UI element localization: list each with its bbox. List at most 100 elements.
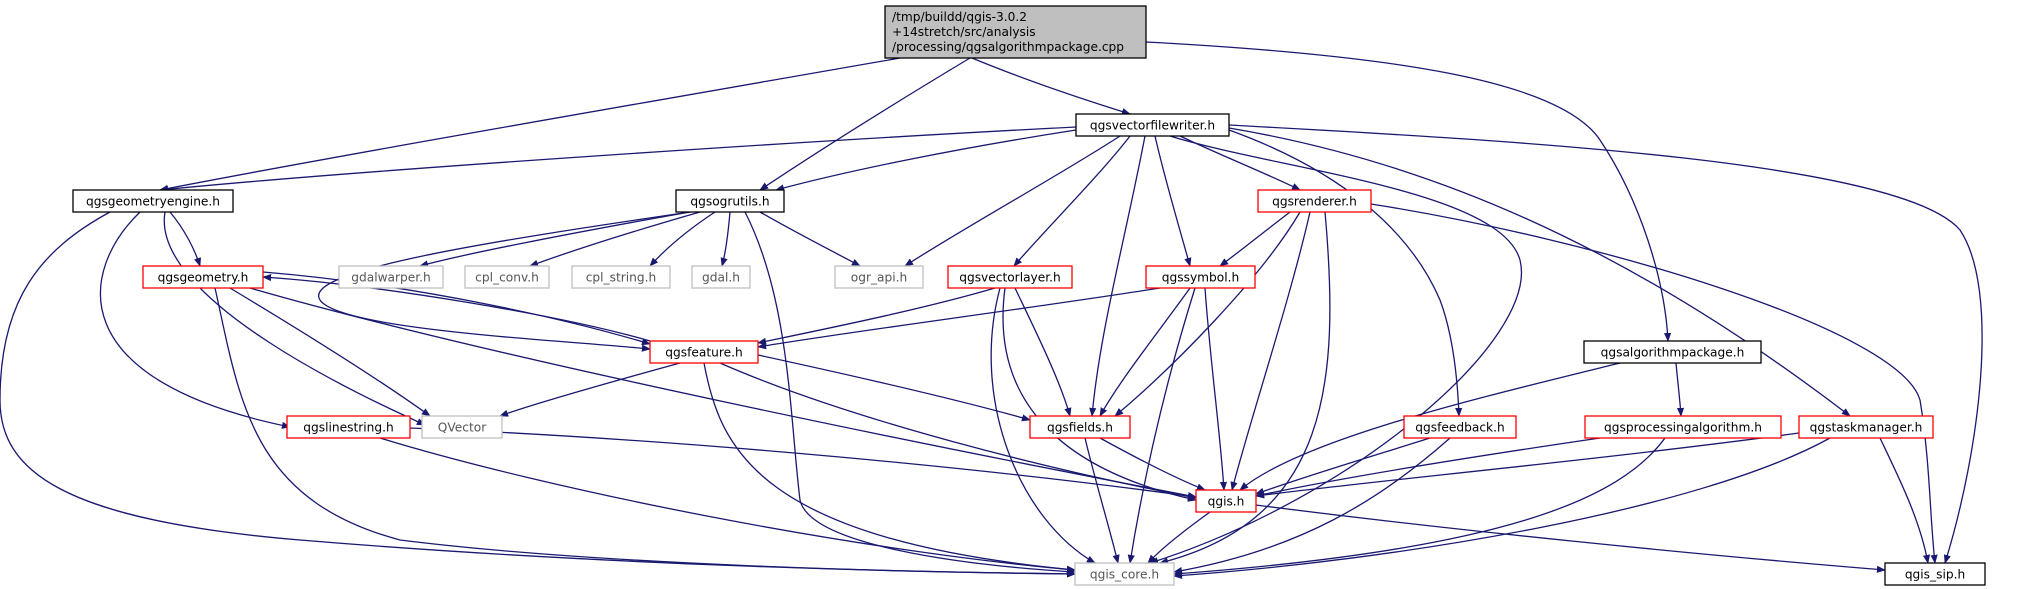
node-box (1403, 415, 1517, 439)
edge-qgsrenderer-to-qgis (1230, 211, 1311, 491)
edge-qgsfeature-to-qgsgeometry (262, 273, 651, 342)
node-box (1584, 415, 1782, 439)
edge-qgssymbol-to-qgis_core (1127, 287, 1196, 564)
edge-qgstaskmanager-to-qgis_sip (1879, 437, 1931, 564)
edge-qgsvectorfilewriter-to-qgsgeometryengine (159, 126, 1077, 193)
node-root[interactable]: /tmp/buildd/qgis-3.0.2+14stretch/src/ana… (884, 5, 1147, 59)
edge-qgis-to-qgis_core (1147, 511, 1211, 564)
node-qgsogrutils[interactable]: qgsogrutils.h (675, 189, 785, 213)
node-box (1884, 562, 1986, 586)
edge-qgsprocessingalgorithm-to-qgis (1255, 437, 1601, 498)
node-qgis-core[interactable]: qgis_core.h (1074, 562, 1175, 586)
edge-qgsvectorfilewriter-to-ogr_api (904, 135, 1121, 267)
edge-qgslinestring-to-qgis (409, 427, 1197, 500)
edge-qgsalgorithmpackage-to-qgis (1239, 362, 1621, 491)
edge-qgsalgorithmpackage-to-qgsprocessingalgorithm (1675, 362, 1685, 417)
node-ogr-api[interactable]: ogr_api.h (834, 265, 924, 289)
node-box (1583, 340, 1762, 364)
edge-qgsgeometry-to-qgis (249, 287, 1197, 500)
node-label: qgsrenderer.h (1272, 195, 1357, 209)
node-label: qgsalgorithmpackage.h (1601, 346, 1745, 360)
edge-qgstaskmanager-to-qgis_core (1173, 437, 1831, 580)
node-label: qgsvectorfilewriter.h (1090, 119, 1215, 133)
node-box (649, 340, 759, 364)
edge-root-to-qgsvectorfilewriter (971, 57, 1131, 116)
node-gdalwarper[interactable]: gdalwarper.h (338, 265, 444, 289)
node-label: /processing/qgsalgorithmpackage.cpp (892, 40, 1124, 54)
edge-qgsfields-to-qgis (1099, 437, 1206, 491)
node-cpl-conv[interactable]: cpl_conv.h (464, 265, 550, 289)
node-qgsalgorithmpackage[interactable]: qgsalgorithmpackage.h (1583, 340, 1762, 364)
node-box (421, 415, 503, 439)
edge-root-to-qgsogrutils (759, 57, 971, 191)
node-qgsgeometryengine[interactable]: qgsgeometryengine.h (72, 189, 234, 213)
edge-qgsogrutils-to-gdalwarper (419, 211, 691, 268)
node-qvector[interactable]: QVector (421, 415, 503, 439)
node-box (72, 189, 234, 213)
node-qgsvectorlayer[interactable]: qgsvectorlayer.h (947, 265, 1073, 289)
node-cpl-string[interactable]: cpl_string.h (571, 265, 671, 289)
node-qgstaskmanager[interactable]: qgstaskmanager.h (1798, 415, 1934, 439)
node-qgsfeedback[interactable]: qgsfeedback.h (1403, 415, 1517, 439)
edge-qgsvectorfilewriter-to-qgsogrutils (775, 129, 1077, 192)
edge-qgstaskmanager-to-qgis (1255, 432, 1800, 499)
node-box (338, 265, 444, 289)
node-label: qgslinestring.h (303, 421, 393, 435)
edge-qgsvectorfilewriter-to-qgsfields (1089, 135, 1146, 417)
node-label: QVector (438, 421, 487, 435)
node-box (464, 265, 550, 289)
edge-root-to-qgsgeometryengine (159, 57, 901, 192)
node-label: +14stretch/src/analysis (892, 25, 1036, 39)
node-label: qgstaskmanager.h (1810, 421, 1923, 435)
node-qgssymbol[interactable]: qgssymbol.h (1145, 265, 1256, 289)
node-box (675, 189, 785, 213)
edge-qgsrenderer-to-qgsfields (1114, 211, 1301, 417)
node-label: qgsgeometryengine.h (86, 195, 220, 209)
edge-qgsgeometryengine-to-qgslinestring (99, 211, 291, 429)
edge-qgsvectorfilewriter-to-qgssymbol (1154, 135, 1192, 267)
node-label: qgsfeedback.h (1415, 421, 1504, 435)
edge-qgssymbol-to-qgis (1204, 287, 1228, 491)
edge-root-to-qgsalgorithmpackage (1145, 41, 1672, 342)
node-qgslinestring[interactable]: qgslinestring.h (286, 415, 411, 439)
node-qgsprocessingalgorithm[interactable]: qgsprocessingalgorithm.h (1584, 415, 1782, 439)
node-box (1145, 265, 1256, 289)
node-qgsrenderer[interactable]: qgsrenderer.h (1257, 189, 1372, 213)
node-label: qgsogrutils.h (690, 195, 769, 209)
edge-qgssymbol-to-qgsfields (1099, 287, 1191, 417)
dependency-nodes: /tmp/buildd/qgis-3.0.2+14stretch/src/ana… (72, 5, 1986, 586)
edge-qgsvectorlayer-to-qgsfields (1014, 287, 1072, 417)
node-qgis-sip[interactable]: qgis_sip.h (1884, 562, 1986, 586)
node-label: qgis.h (1208, 495, 1245, 509)
node-gdal[interactable]: gdal.h (691, 265, 751, 289)
edge-qgsfeedback-to-qgis (1255, 437, 1431, 495)
node-box (884, 5, 1147, 59)
edge-qgsvectorfilewriter-to-qgsvectorlayer (1013, 135, 1131, 267)
edge-qgsfeature-to-qvector (499, 362, 681, 417)
node-label: ogr_api.h (851, 271, 908, 285)
edge-qgsogrutils-to-cpl_conv (529, 211, 701, 267)
node-label: /tmp/buildd/qgis-3.0.2 (892, 10, 1027, 24)
node-box (834, 265, 924, 289)
node-box (1074, 562, 1175, 586)
node-label: gdalwarper.h (351, 271, 431, 285)
node-box (142, 265, 264, 289)
edge-qgsvectorfilewriter-to-qgis_core (1149, 135, 1523, 564)
node-label: qgssymbol.h (1162, 271, 1239, 285)
edge-qgsvectorfilewriter-to-qgsfeedback (1228, 129, 1463, 417)
node-qgsfields[interactable]: qgsfields.h (1029, 415, 1131, 439)
edge-qgsgeometry-to-qvector (229, 287, 431, 417)
node-label: qgis_sip.h (1905, 568, 1965, 582)
node-label: cpl_conv.h (475, 271, 539, 285)
edge-qgsprocessingalgorithm-to-qgis_core (1173, 437, 1666, 577)
node-box (571, 265, 671, 289)
edge-qgssymbol-to-qgsfeature (757, 287, 1161, 350)
node-qgsvectorfilewriter[interactable]: qgsvectorfilewriter.h (1075, 113, 1230, 137)
node-qgsgeometry[interactable]: qgsgeometry.h (142, 265, 264, 289)
node-qgsfeature[interactable]: qgsfeature.h (649, 340, 759, 364)
edge-qgsfields-to-qgis_core (1084, 437, 1120, 564)
edge-qgsfeedback-to-qgis_core (1173, 437, 1451, 575)
edge-qgsvectorlayer-to-qgis_core (990, 287, 1096, 564)
node-qgis[interactable]: qgis.h (1195, 489, 1257, 513)
edge-qgsogrutils-to-qgsfeature (317, 211, 691, 352)
